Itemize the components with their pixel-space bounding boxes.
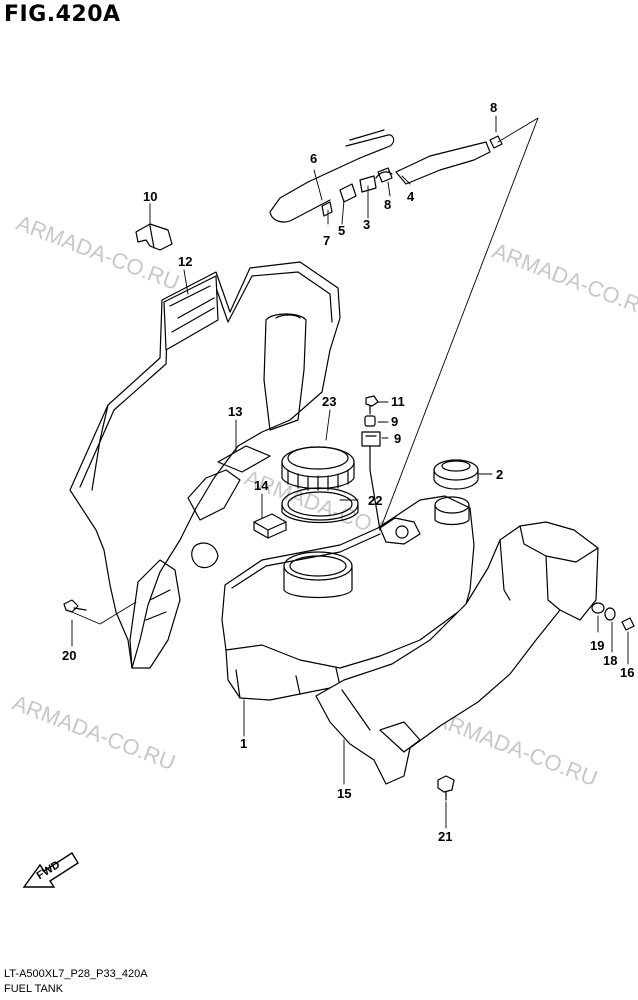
callout-part-19: 19 [590, 638, 605, 653]
leader-lines [71, 115, 629, 829]
callout-part-16: 15 [337, 786, 352, 801]
fuel-pump-ring-part-23 [281, 446, 355, 491]
bolt-washer-collar [591, 602, 635, 631]
callout-part-10: 9 [391, 414, 399, 429]
figure-title: FIG.420A [4, 2, 121, 27]
callout-part-2: 2 [496, 467, 504, 482]
fuel-cap-part-2 [433, 459, 479, 490]
callout-part-11: 11 [391, 394, 405, 409]
gasket-ring-part-22 [281, 487, 359, 524]
pad-part-14 [217, 445, 271, 473]
callout-part-4: 4 [407, 189, 415, 204]
cushion-part-15 [253, 513, 287, 539]
fuel-tank-cover [69, 261, 341, 669]
callout-part-8: 8 [384, 197, 392, 212]
callout-part-8: 8 [490, 100, 498, 115]
side-cover-part-16 [315, 521, 599, 785]
callout-part-1: 1 [240, 736, 248, 751]
callout-part-22: 22 [368, 493, 383, 508]
callout-part-17: 16 [620, 665, 635, 680]
callout-part-14: 13 [228, 404, 243, 419]
clamp-part-12 [135, 223, 173, 251]
callout-part-15: 14 [254, 478, 269, 493]
callout-part-9: 9 [394, 431, 402, 446]
callout-part-6: 6 [310, 151, 318, 166]
breather-hose-assembly [269, 129, 503, 223]
clip-part-21 [437, 775, 455, 801]
bolt-part-20 [63, 599, 87, 613]
callout-part-21: 21 [438, 829, 453, 844]
callout-part-18: 18 [603, 653, 618, 668]
callout-part-12: 10 [143, 189, 158, 204]
forward-arrow-icon: FWD [22, 852, 79, 888]
callout-part-3: 3 [363, 217, 371, 232]
callout-part-20: 20 [62, 648, 77, 663]
callout-part-23: 23 [322, 394, 337, 409]
bolt-collar-cushion [361, 395, 381, 531]
callout-part-13: 12 [178, 254, 193, 269]
callout-part-5: 5 [338, 223, 346, 238]
model-code: LT-A500XL7_P28_P33_420A [4, 968, 148, 980]
forward-direction-badge: FWD [20, 845, 80, 900]
callout-part-7: 7 [323, 233, 331, 248]
figure-caption: FUEL TANK [4, 983, 64, 995]
